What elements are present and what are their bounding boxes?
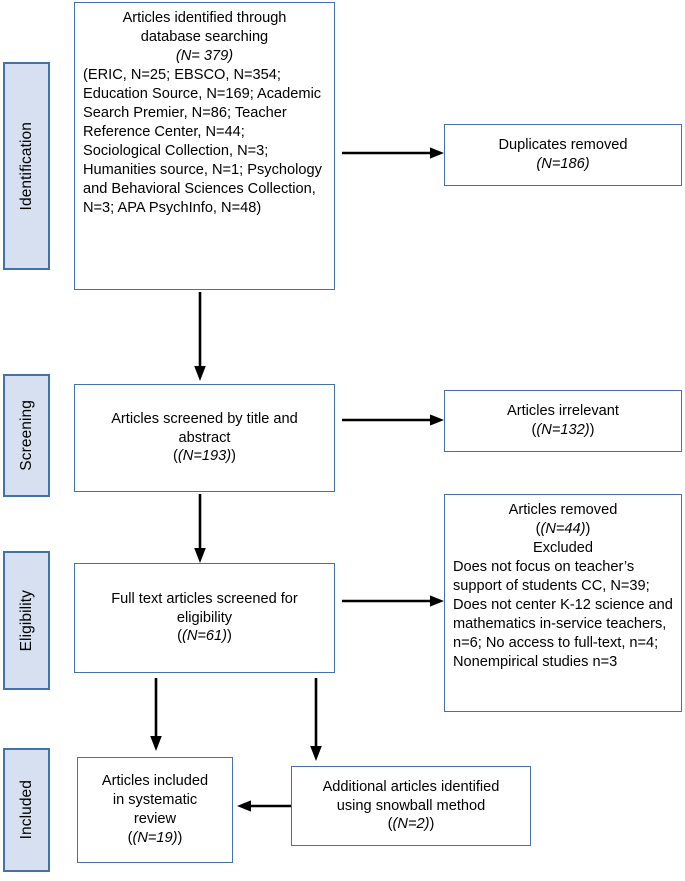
articles-identified-line1: Articles identified through <box>122 10 287 26</box>
stage-label-included: Included <box>3 748 50 872</box>
stage-label-identification: Identification <box>3 62 50 270</box>
node-articles-identified-text: Articles identified through database sea… <box>75 3 334 218</box>
node-full-text-screened: Full text articles screened for eligibil… <box>74 563 335 673</box>
articles-screened-count: (N=193) <box>177 448 232 465</box>
duplicates-removed-line1: Duplicates removed <box>498 137 628 154</box>
arrow-fulltext-to-removed <box>342 591 446 611</box>
stage-label-screening-text: Screening <box>17 400 35 471</box>
included-line1: Articles included <box>101 773 209 790</box>
articles-screened-line2: abstract <box>178 429 231 446</box>
stage-label-screening: Screening <box>3 374 50 497</box>
node-full-text-screened-text: Full text articles screened for eligibil… <box>75 590 334 647</box>
articles-removed-line1: Articles removed <box>508 502 618 518</box>
node-snowball-articles: Additional articles identified using sno… <box>291 766 531 846</box>
arrow-identified-to-screened <box>190 292 210 382</box>
node-snowball-articles-text: Additional articles identified using sno… <box>292 778 530 835</box>
node-articles-removed: Articles removed ((N=44)) Excluded Does … <box>444 494 682 712</box>
stage-label-included-text: Included <box>17 780 35 840</box>
arrow-fulltext-to-snowball <box>306 678 326 762</box>
arrow-fulltext-to-included <box>146 678 166 752</box>
articles-removed-count: (N=44) <box>540 520 586 537</box>
node-articles-identified: Articles identified through database sea… <box>74 2 335 290</box>
node-articles-irrelevant-text: Articles irrelevant ((N=132)) <box>445 402 681 440</box>
included-count: (N=19) <box>132 829 178 846</box>
node-duplicates-removed-text: Duplicates removed (N=186) <box>445 136 681 174</box>
arrow-screened-to-irrelevant <box>342 410 446 430</box>
articles-identified-detail: (ERIC, N=25; EBSCO, N=354; Education Sou… <box>83 66 322 216</box>
articles-irrelevant-count: (N=132) <box>536 422 590 438</box>
duplicates-removed-count: (N=186) <box>536 156 590 172</box>
snowball-count: (N=2) <box>392 816 430 833</box>
articles-screened-line1: Articles screened by title and <box>111 410 298 427</box>
arrow-screened-to-fulltext <box>190 494 210 564</box>
node-articles-removed-text: Articles removed ((N=44)) Excluded Does … <box>445 495 681 672</box>
node-articles-screened-text: Articles screened by title and abstract … <box>75 410 334 467</box>
stage-label-identification-text: Identification <box>17 121 35 211</box>
stage-label-eligibility: Eligibility <box>3 551 50 690</box>
arrow-snowball-to-included <box>235 796 293 816</box>
snowball-line1: Additional articles identified <box>322 778 500 795</box>
included-line3: review <box>133 811 177 827</box>
articles-identified-line2: database searching <box>140 28 269 45</box>
node-articles-included-text: Articles included in systematic review (… <box>78 772 232 848</box>
snowball-line2: using snowball method <box>336 797 486 814</box>
stage-label-eligibility-text: Eligibility <box>17 589 35 652</box>
full-text-line1: Full text articles screened for <box>111 590 298 607</box>
node-articles-screened: Articles screened by title and abstract … <box>74 384 335 492</box>
articles-identified-count: (N= 379) <box>175 47 234 64</box>
full-text-line2: eligibility <box>176 609 233 626</box>
articles-removed-line2: Excluded <box>532 539 594 556</box>
node-articles-irrelevant: Articles irrelevant ((N=132)) <box>444 390 682 452</box>
included-line2: in systematic <box>112 792 198 809</box>
articles-irrelevant-line1: Articles irrelevant <box>507 403 619 420</box>
articles-removed-detail: Does not focus on teacher’s support of s… <box>453 558 673 670</box>
full-text-count: (N=61) <box>181 628 227 645</box>
arrow-identified-to-duplicates <box>342 143 446 163</box>
node-duplicates-removed: Duplicates removed (N=186) <box>444 124 682 186</box>
node-articles-included: Articles included in systematic review (… <box>77 757 233 863</box>
